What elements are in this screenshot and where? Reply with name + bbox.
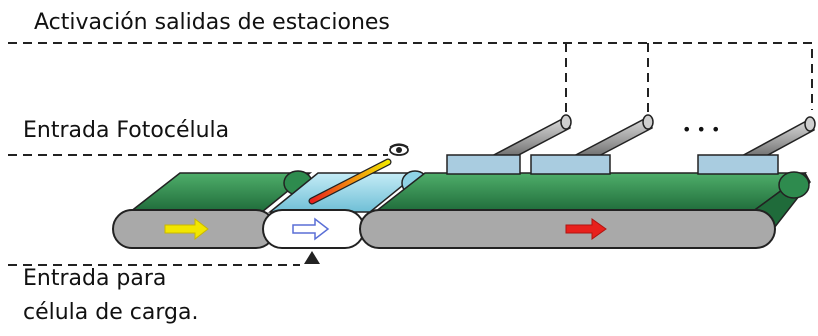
station-block-3: [697, 154, 779, 175]
load-cell-label-line1: Entrada para: [23, 266, 167, 291]
photocell-sensor: [308, 143, 409, 205]
weighing-conveyor: [262, 170, 429, 249]
station-block-1: [446, 154, 521, 175]
load-cell-label-line2: célula de carga.: [23, 300, 199, 325]
signal-lines: [8, 42, 813, 266]
station-block-2: [530, 154, 611, 175]
main-conveyor: [359, 171, 811, 249]
eye-icon: [389, 143, 409, 156]
ellipsis-indicator: • • •: [682, 120, 721, 139]
outline-arrow-icon: [292, 217, 330, 241]
triangle-up-icon: [304, 251, 320, 264]
photocell-label: Entrada Fotocélula: [23, 118, 230, 143]
yellow-arrow-icon: [164, 217, 209, 241]
activation-line: [8, 42, 813, 110]
red-arrow-icon: [565, 218, 607, 240]
station-blocks: [446, 154, 779, 175]
activation-label: Activación salidas de estaciones: [34, 10, 390, 35]
